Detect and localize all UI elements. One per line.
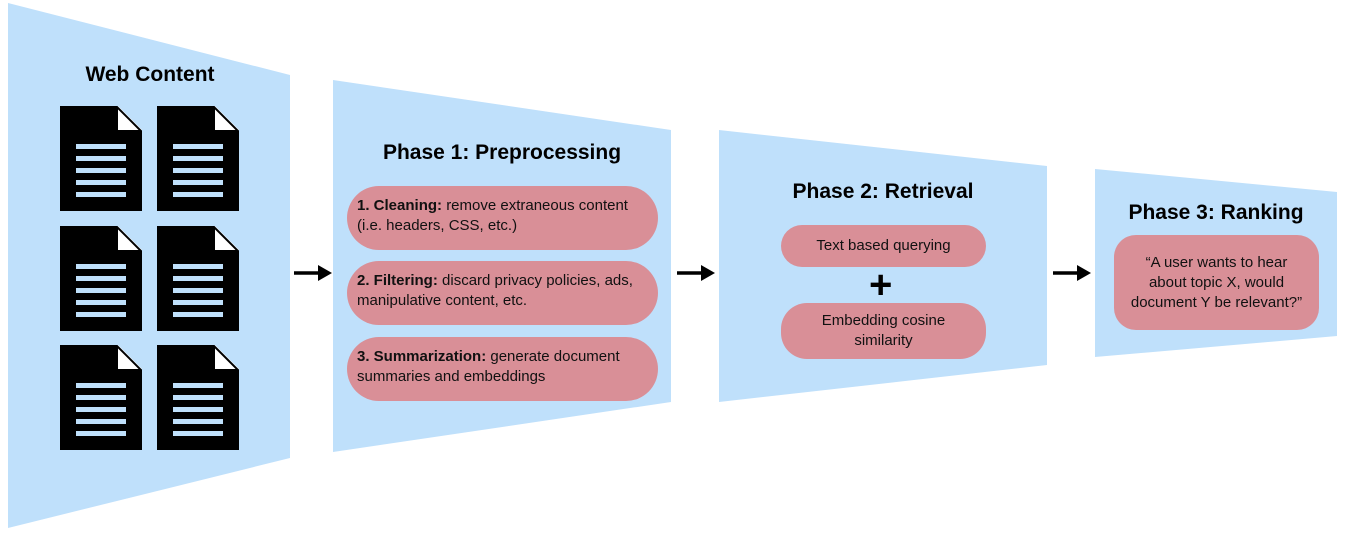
- arrow-right-icon: [294, 265, 332, 281]
- step-text: remove extraneous content (i.e. headers,…: [357, 197, 628, 234]
- web-content-title: Web Content: [85, 63, 215, 86]
- phase1-step-cleaning: 1. Cleaning: remove extraneous content (…: [347, 186, 658, 250]
- phase3-title: Phase 3: Ranking: [1128, 201, 1304, 224]
- step-text: discard privacy policies, ads, manipulat…: [357, 272, 633, 309]
- step-label: 1. Cleaning:: [357, 197, 443, 214]
- document-icon: [60, 106, 142, 211]
- arrow-right-icon: [677, 265, 715, 281]
- phase1-title: Phase 1: Preprocessing: [382, 141, 622, 164]
- document-icon: [60, 345, 142, 450]
- step-label: 2. Filtering:: [357, 272, 438, 289]
- document-icon: [157, 345, 239, 450]
- phase2-title: Phase 2: Retrieval: [792, 180, 974, 203]
- phase1-step-summarization: 3. Summarization: generate document summ…: [347, 337, 658, 401]
- phase2-embedding-similarity: Embedding cosine similarity: [781, 303, 986, 359]
- document-icon: [157, 226, 239, 331]
- step-label: 3. Summarization:: [357, 348, 487, 365]
- plus-icon: +: [869, 263, 893, 307]
- phase3-ranking-prompt: “A user wants to hear about topic X, wou…: [1114, 235, 1319, 330]
- phase2-text-query: Text based querying: [781, 225, 986, 267]
- arrow-right-icon: [1053, 265, 1091, 281]
- step-text: generate document summaries and embeddin…: [357, 348, 620, 385]
- document-icon: [157, 106, 239, 211]
- document-icon: [60, 226, 142, 331]
- phase1-step-filtering: 2. Filtering: discard privacy policies, …: [347, 261, 658, 325]
